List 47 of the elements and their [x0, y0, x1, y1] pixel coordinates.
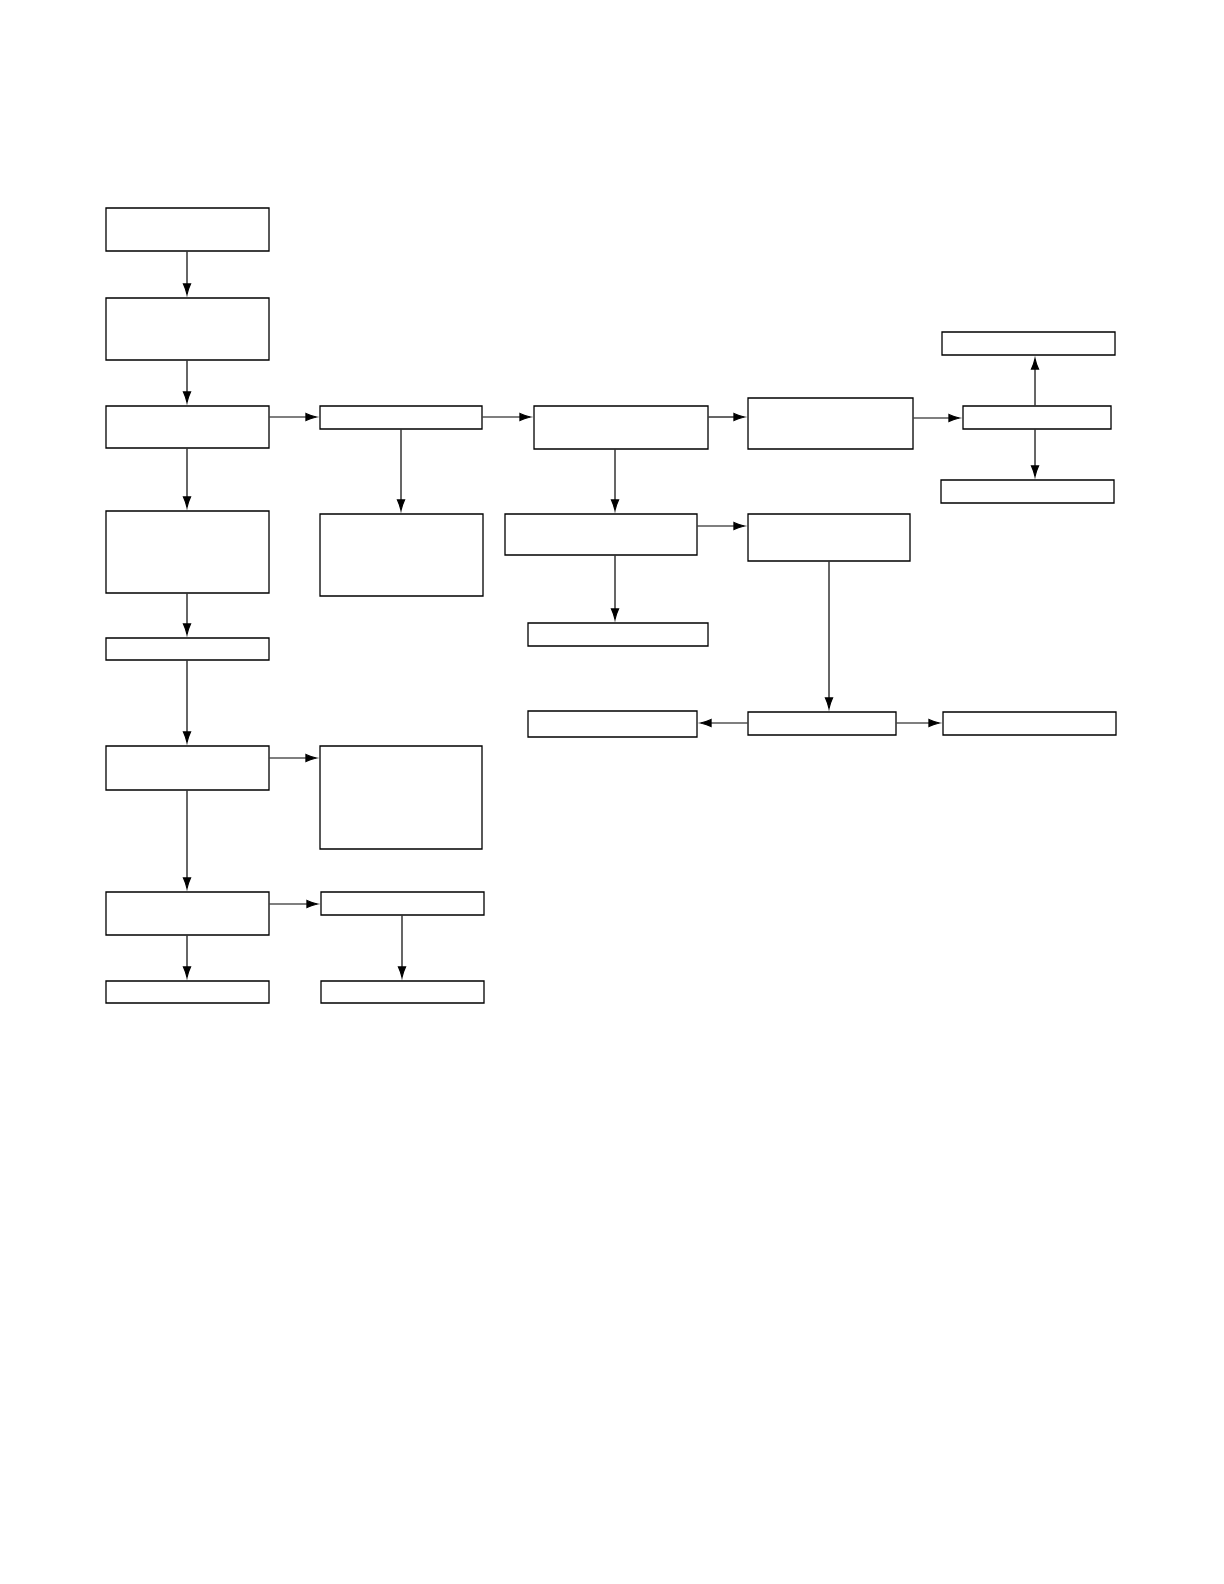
- arrow: [269, 412, 318, 422]
- arrow: [699, 718, 748, 728]
- arrow: [913, 413, 961, 423]
- blank-box: [105, 405, 270, 449]
- arrow: [182, 448, 192, 509]
- arrow: [896, 718, 941, 728]
- arrow: [1030, 429, 1040, 478]
- blank-box: [105, 891, 270, 936]
- blank-box: [319, 405, 483, 430]
- blank-box: [105, 980, 270, 1004]
- blank-box: [942, 711, 1117, 736]
- blank-box: [319, 745, 483, 850]
- blank-box: [105, 510, 270, 594]
- blank-box: [533, 405, 709, 450]
- arrow: [182, 360, 192, 404]
- blank-box: [747, 397, 914, 450]
- arrow: [269, 899, 319, 909]
- blank-box: [105, 297, 270, 361]
- arrow: [182, 251, 192, 296]
- blank-box: [504, 513, 698, 556]
- blank-box: [527, 710, 698, 738]
- blank-box: [940, 479, 1115, 504]
- arrow: [610, 555, 620, 621]
- arrow: [708, 412, 746, 422]
- arrow: [182, 593, 192, 636]
- arrow: [824, 561, 834, 710]
- arrow: [182, 660, 192, 744]
- arrow: [610, 449, 620, 512]
- blank-box: [105, 745, 270, 791]
- arrow: [397, 915, 407, 979]
- blank-box: [105, 207, 270, 252]
- blank-box: [962, 405, 1112, 430]
- blank-box: [320, 891, 485, 916]
- arrow: [396, 429, 406, 512]
- blank-box: [941, 331, 1116, 356]
- arrow: [482, 412, 532, 422]
- blank-box: [747, 711, 897, 736]
- blank-box: [527, 622, 709, 647]
- blank-box: [319, 513, 484, 597]
- arrow: [697, 521, 746, 531]
- blank-box: [105, 637, 270, 661]
- blank-box: [320, 980, 485, 1004]
- arrow: [1030, 357, 1040, 406]
- arrow: [182, 935, 192, 979]
- arrow: [269, 753, 318, 763]
- blank-box: [747, 513, 911, 562]
- arrow: [182, 790, 192, 890]
